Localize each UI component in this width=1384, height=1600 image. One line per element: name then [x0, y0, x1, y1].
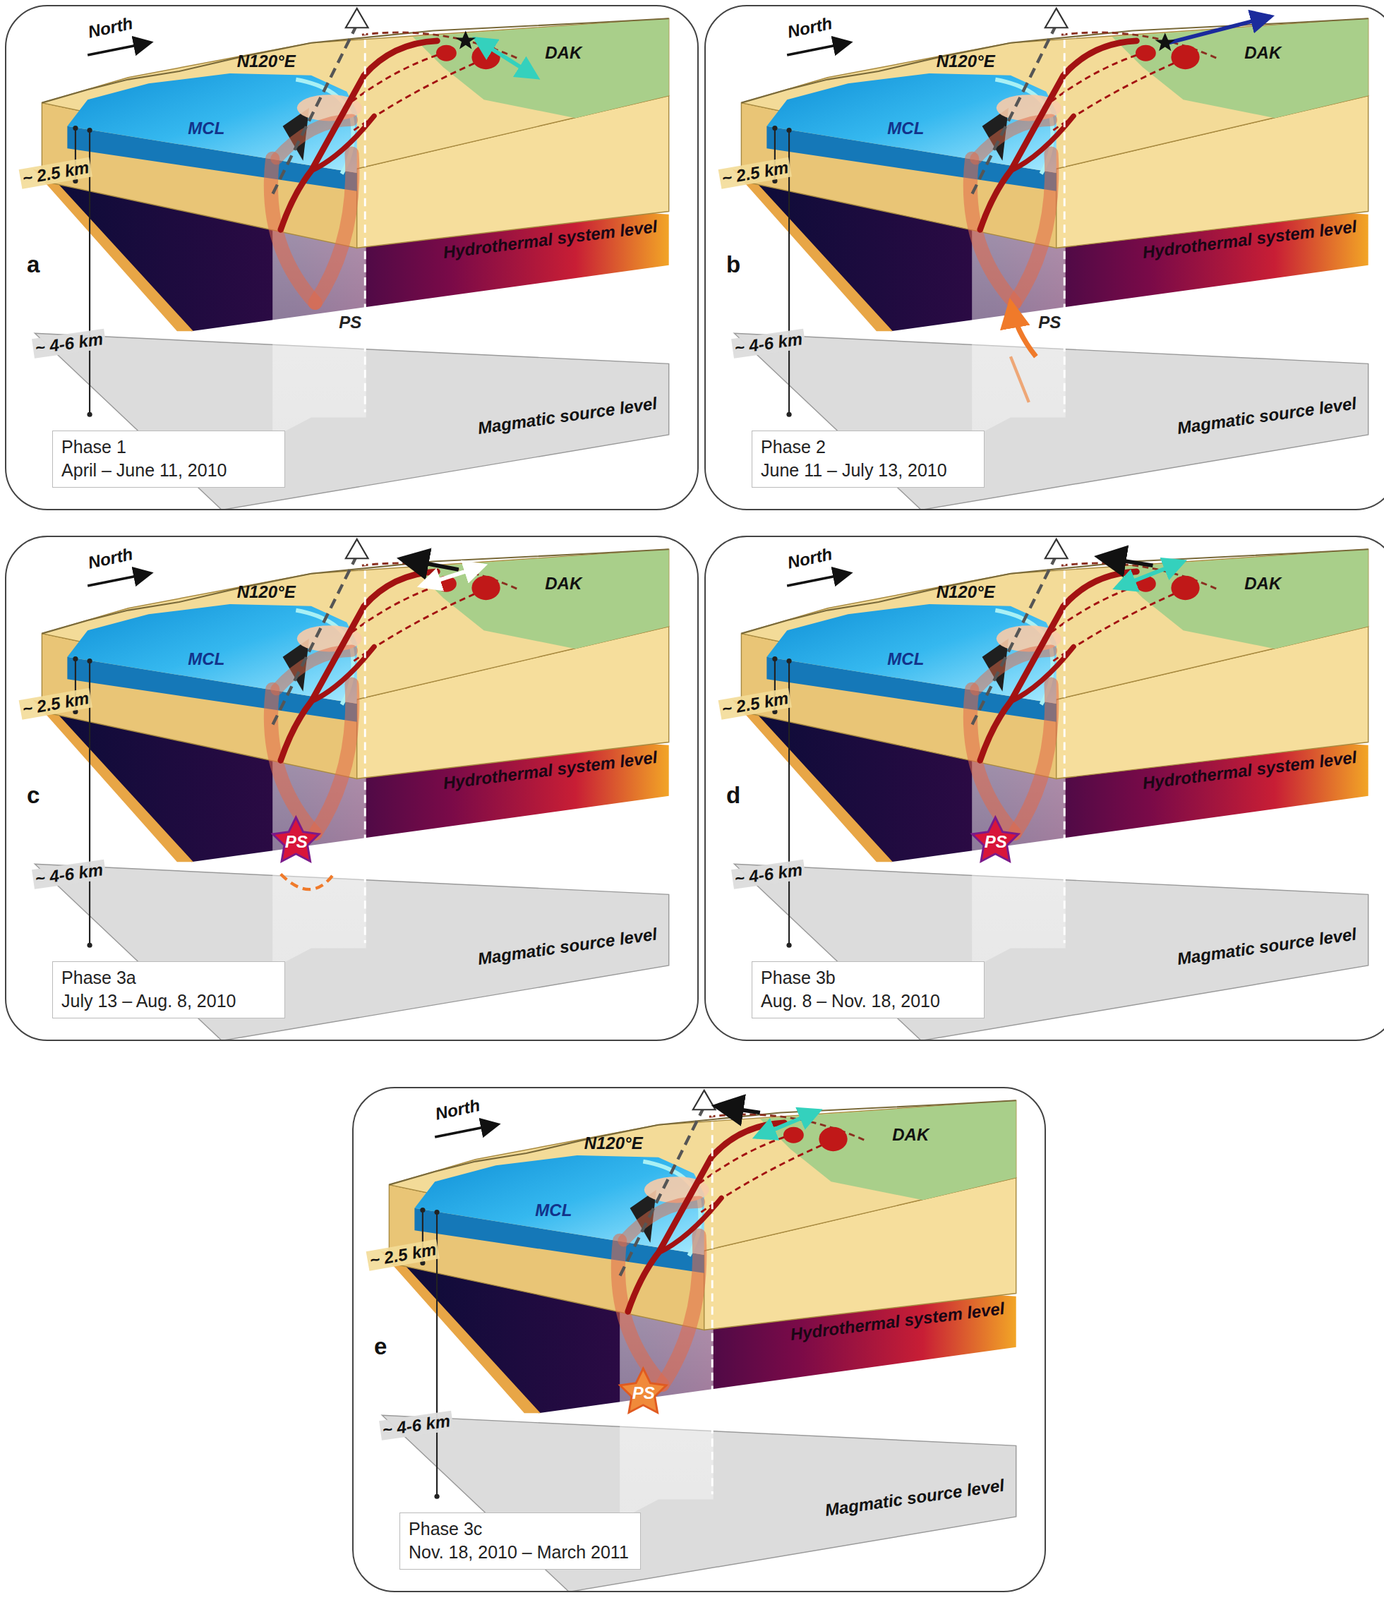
station-name: DAK — [544, 573, 582, 594]
compass-label: North — [785, 544, 834, 573]
compass-label: North — [433, 1095, 482, 1124]
compass-label: North — [785, 13, 834, 42]
section-azimuth: N120°E — [237, 582, 296, 603]
phase-overlay — [272, 559, 484, 890]
phase-name: Phase 3b — [760, 966, 973, 990]
compass-label: North — [86, 544, 135, 573]
lake-name: MCL — [187, 649, 225, 670]
station-name: DAK — [544, 43, 582, 63]
volcano-block — [32, 539, 669, 1040]
lake-name: MCL — [887, 118, 924, 139]
source-label: PS — [338, 312, 362, 333]
phase-caption-box: Phase 3bAug. 8 – Nov. 18, 2010 — [751, 961, 985, 1019]
phase-name: Phase 3c — [408, 1517, 629, 1541]
section-azimuth: N120°E — [237, 51, 296, 72]
compass-label: North — [86, 13, 135, 42]
phase-overlay — [971, 557, 1183, 862]
panel-frame: bPhase 2June 11 – July 13, 2010 NorthN120… — [704, 4, 1384, 511]
panel-frame: ePhase 3cNov. 18, 2010 – March 2011 North… — [352, 1086, 1046, 1593]
phase-caption-box: Phase 2June 11 – July 13, 2010 — [751, 430, 985, 488]
phase-name: Phase 2 — [760, 435, 973, 459]
station-name: DAK — [1244, 573, 1281, 594]
panel-letter: b — [726, 251, 741, 279]
phase-caption-box: Phase 1April – June 11, 2010 — [52, 430, 286, 488]
date-range: Aug. 8 – Nov. 18, 2010 — [760, 989, 973, 1013]
lake-name: MCL — [534, 1200, 572, 1221]
station-name: DAK — [1244, 43, 1281, 63]
phase-overlay — [619, 1106, 819, 1413]
source-label: PS — [984, 832, 1008, 852]
phase-overlay — [455, 31, 537, 78]
date-range: July 13 – Aug. 8, 2010 — [61, 989, 274, 1013]
phase-caption-box: Phase 3cNov. 18, 2010 – March 2011 — [399, 1512, 641, 1570]
phase-overlay — [1010, 16, 1272, 403]
source-label: PS — [632, 1383, 655, 1404]
source-label: PS — [1038, 312, 1061, 333]
date-range: June 11 – July 13, 2010 — [760, 458, 973, 483]
panel-letter: d — [726, 781, 741, 809]
panel-letter: a — [26, 251, 40, 279]
panel-letter: e — [374, 1333, 387, 1361]
volcano-block — [731, 539, 1368, 1040]
volcano-block — [32, 8, 669, 509]
panel-letter: c — [26, 781, 40, 809]
lake-name: MCL — [187, 118, 225, 139]
volcano-block — [731, 8, 1368, 509]
date-range: Nov. 18, 2010 – March 2011 — [408, 1540, 629, 1564]
phase-caption-box: Phase 3aJuly 13 – Aug. 8, 2010 — [52, 961, 286, 1019]
station-name: DAK — [892, 1124, 929, 1145]
panel-frame: dPhase 3bAug. 8 – Nov. 18, 2010 NorthN120… — [704, 535, 1384, 1041]
phase-name: Phase 1 — [61, 435, 274, 459]
volcano-block — [379, 1090, 1016, 1591]
date-range: April – June 11, 2010 — [61, 458, 274, 483]
section-azimuth: N120°E — [584, 1133, 643, 1154]
panel-frame: cPhase 3aJuly 13 – Aug. 8, 2010 NorthN120… — [4, 535, 699, 1041]
section-azimuth: N120°E — [936, 582, 996, 603]
panel-frame: aPhase 1April – June 11, 2010 NorthN120°E… — [4, 4, 699, 511]
section-azimuth: N120°E — [936, 51, 996, 72]
source-label: PS — [285, 832, 308, 852]
lake-name: MCL — [887, 649, 924, 670]
phase-name: Phase 3a — [61, 966, 274, 990]
